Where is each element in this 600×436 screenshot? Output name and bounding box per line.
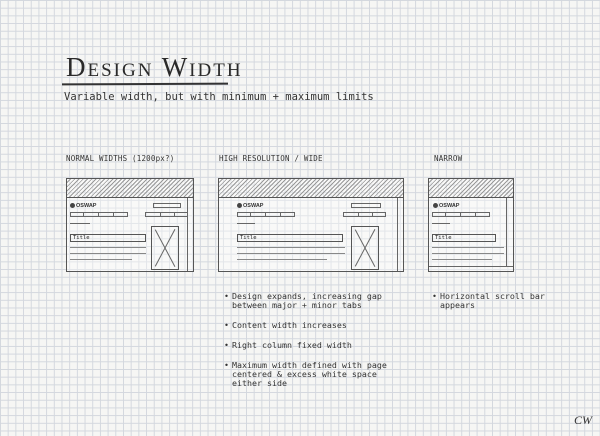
wireframe-wide: OSWAP Title <box>218 178 404 272</box>
breadcrumb-line <box>70 223 90 224</box>
panel-label-narrow: NARROW <box>434 154 463 163</box>
text-line <box>70 259 132 260</box>
narrow-notes: Horizontal scroll bar appears <box>432 292 552 321</box>
logo: OSWAP <box>70 203 96 209</box>
logo-icon <box>433 203 438 208</box>
vertical-scrollbar <box>397 198 403 271</box>
text-line <box>432 253 504 254</box>
wireframe-normal: OSWAP Title <box>66 178 194 272</box>
signature: CW <box>574 413 592 427</box>
logo-text: OSWAP <box>439 203 460 209</box>
content-title: Title <box>432 234 496 242</box>
content-title: Title <box>70 234 146 242</box>
header-hatch <box>429 179 513 198</box>
wide-notes: Design expands, increasing gap between m… <box>224 292 396 399</box>
note-item: Horizontal scroll bar appears <box>432 292 552 310</box>
vertical-scrollbar <box>506 198 512 266</box>
note-item: Content width increases <box>224 321 396 331</box>
major-tabs <box>432 212 490 217</box>
horizontal-scrollbar <box>429 266 513 271</box>
breadcrumb-line <box>237 223 255 224</box>
logo-text: OSWAP <box>243 203 264 209</box>
logo-icon <box>70 203 75 208</box>
note-item: Right column fixed width <box>224 341 396 351</box>
logo-text: OSWAP <box>76 203 97 209</box>
major-tabs <box>70 212 128 217</box>
panel-label-wide: HIGH RESOLUTION / WIDE <box>219 154 323 163</box>
text-line <box>70 247 146 248</box>
note-item: Design expands, increasing gap between m… <box>224 292 396 310</box>
text-line <box>432 247 504 248</box>
text-line <box>432 259 492 260</box>
vertical-scrollbar <box>187 198 193 271</box>
header-hatch <box>219 179 403 198</box>
page-title: Design Width <box>66 52 243 82</box>
search-box <box>153 203 181 208</box>
content-title: Title <box>237 234 343 242</box>
text-line <box>70 253 146 254</box>
search-box <box>351 203 381 208</box>
major-tabs <box>237 212 295 217</box>
minor-tabs <box>145 212 188 217</box>
logo: OSWAP <box>433 203 459 209</box>
title-underline <box>61 82 229 86</box>
breadcrumb-line <box>432 223 450 224</box>
text-line <box>237 253 345 254</box>
page-subtitle: Variable width, but with minimum + maxim… <box>64 91 374 103</box>
logo-icon <box>237 203 242 208</box>
note-item: Maximum width defined with page centered… <box>224 361 396 388</box>
minor-tabs <box>343 212 386 217</box>
logo: OSWAP <box>237 203 263 209</box>
image-placeholder <box>151 226 179 270</box>
wireframe-narrow: OSWAP Title <box>428 178 514 272</box>
panel-label-normal: NORMAL WIDTHS (1200px?) <box>66 154 175 163</box>
image-placeholder <box>351 226 379 270</box>
text-line <box>237 247 345 248</box>
header-hatch <box>67 179 193 198</box>
text-line <box>237 259 327 260</box>
